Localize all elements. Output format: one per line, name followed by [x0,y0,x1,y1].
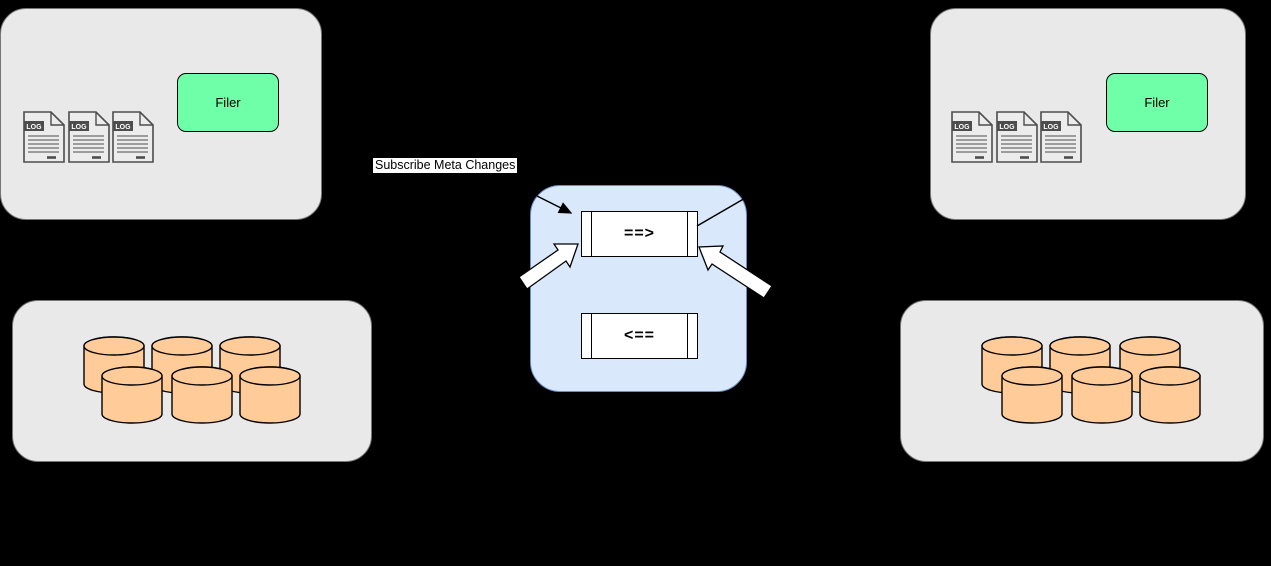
queue-forward-pipe: ==> [581,211,698,257]
volume-cylinder-icon [101,366,163,424]
volume-cylinder-icon [1139,366,1201,424]
volume-cylinder-icon [239,366,301,424]
right-filer-cluster-box: LOG LOG LOG Filer [930,8,1246,220]
pipe-cap [687,314,688,358]
pipe-cap [687,212,688,256]
left-volume-cluster-box [12,300,372,462]
log-file-icon: LOG [950,110,994,164]
log-file-icon: LOG [995,110,1039,164]
log-label: LOG [999,124,1015,131]
log-file-icon: LOG [22,110,66,164]
log-label: LOG [26,124,42,131]
log-file-icon: LOG [111,110,155,164]
queue-backward-pipe: <== [581,313,698,359]
log-file-icon: LOG [67,110,111,164]
queue-forward-label: ==> [623,225,656,242]
queue-backward-label: <== [623,327,656,344]
log-label: LOG [954,124,970,131]
pipe-cap [591,212,592,256]
left-filer-cluster-box: LOG LOG LOG Filer [0,8,322,220]
right-volume-cluster-box [900,300,1264,462]
message-queue-box: ==> <== [530,185,747,392]
log-file-icon: LOG [1039,110,1083,164]
volume-cylinder-icon [1001,366,1063,424]
filer-node: Filer [1106,73,1208,132]
volume-cylinder-group [981,336,1201,424]
filer-label: Filer [1144,95,1170,110]
log-label: LOG [115,124,131,131]
log-label: LOG [71,124,87,131]
filer-label: Filer [215,95,241,110]
filer-node: Filer [177,73,279,132]
volume-cylinder-icon [1071,366,1133,424]
subscribe-meta-changes-label: Subscribe Meta Changes [373,158,518,173]
volume-cylinder-group [83,336,301,424]
volume-cylinder-icon [171,366,233,424]
log-label: LOG [1043,124,1059,131]
pipe-cap [591,314,592,358]
